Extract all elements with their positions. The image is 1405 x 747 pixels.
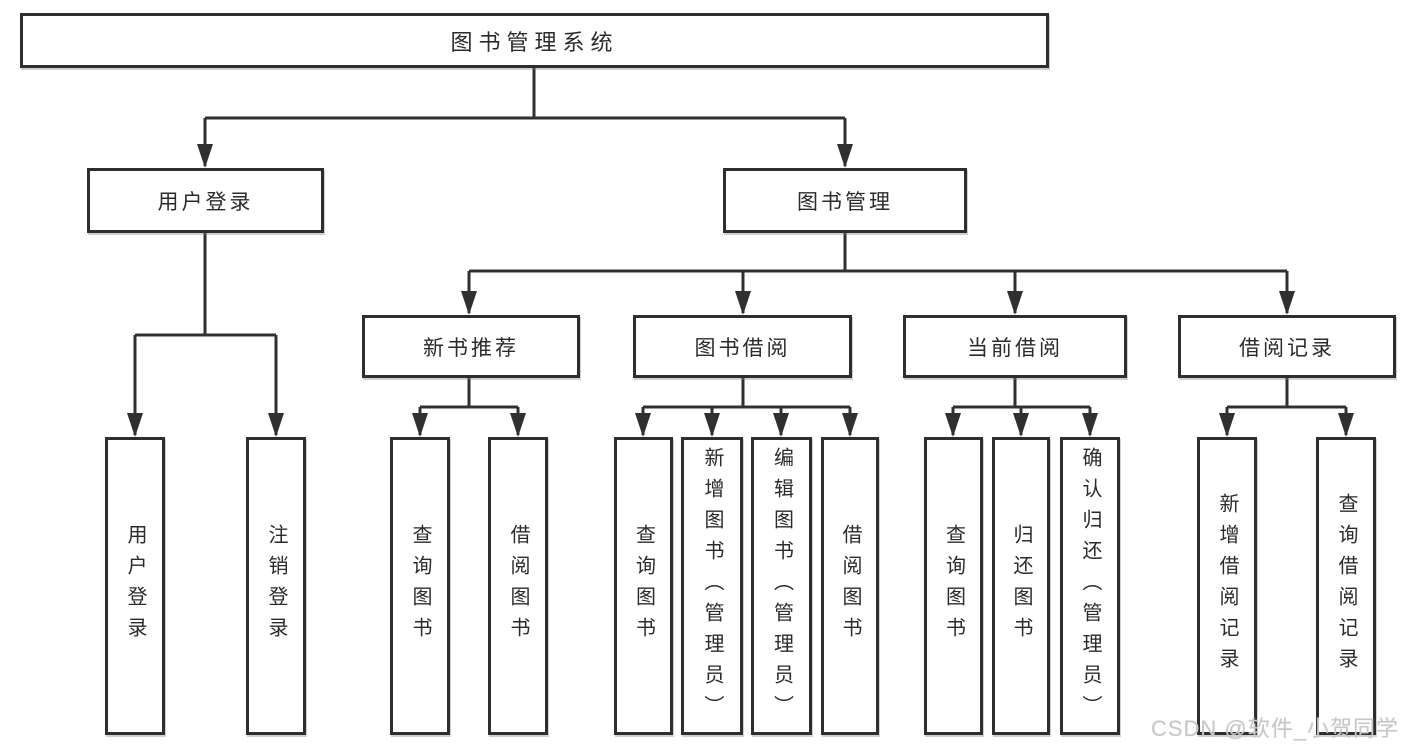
leaf-query-books-current: 查询图书 <box>924 437 983 735</box>
leaf-add-borrow-record: 新增借阅记录 <box>1197 437 1257 735</box>
leaf-add-books-admin: 新增图书（管理员） <box>681 437 743 735</box>
leaf-borrow-books-label: 借阅图书 <box>839 524 861 648</box>
leaf-logout: 注销登录 <box>246 437 306 735</box>
node-borrow-records: 借阅记录 <box>1178 315 1396 378</box>
edge-book-management-children <box>461 233 1295 315</box>
edge-current-borrow-children <box>945 378 1098 437</box>
node-current-borrow: 当前借阅 <box>903 315 1127 378</box>
edge-new-book-recommend-children <box>412 378 526 437</box>
leaf-query-books-recommend-label: 查询图书 <box>409 524 431 648</box>
leaf-borrow-books: 借阅图书 <box>821 437 879 735</box>
leaf-edit-books-admin: 编辑图书（管理员） <box>751 437 812 735</box>
leaf-add-books-admin-label: 新增图书（管理员） <box>701 446 723 726</box>
leaf-query-books-borrow-label: 查询图书 <box>632 524 655 648</box>
leaf-user-login: 用户登录 <box>105 437 165 735</box>
leaf-borrow-books-recommend: 借阅图书 <box>488 437 548 735</box>
node-book-borrow: 图书借阅 <box>633 315 852 378</box>
edge-user-login-children <box>127 233 284 437</box>
leaf-logout-label: 注销登录 <box>265 524 287 648</box>
leaf-query-books-current-label: 查询图书 <box>942 524 965 648</box>
leaf-query-books-borrow: 查询图书 <box>614 437 673 735</box>
leaf-return-books: 归还图书 <box>992 437 1050 735</box>
leaf-add-borrow-record-label: 新增借阅记录 <box>1216 493 1238 679</box>
leaf-query-books-recommend: 查询图书 <box>390 437 450 735</box>
csdn-watermark: CSDN @软件_小贺同学 <box>1150 716 1399 741</box>
leaf-edit-books-admin-label: 编辑图书（管理员） <box>770 446 793 726</box>
leaf-query-borrow-record-label: 查询借阅记录 <box>1335 493 1357 679</box>
leaf-borrow-books-recommend-label: 借阅图书 <box>507 524 529 648</box>
node-new-book-recommend: 新书推荐 <box>362 315 580 378</box>
edge-borrow-records-children <box>1219 378 1354 437</box>
leaf-return-books-label: 归还图书 <box>1010 524 1032 648</box>
node-book-management: 图书管理 <box>723 168 967 233</box>
leaf-query-borrow-record: 查询借阅记录 <box>1316 437 1376 735</box>
node-user-login: 用户登录 <box>87 168 324 233</box>
leaf-confirm-return-admin-label: 确认归还（管理员） <box>1079 446 1101 726</box>
edge-book-borrow-children <box>635 378 858 437</box>
node-root-library-system: 图书管理系统 <box>20 13 1049 68</box>
edge-root-to-level2 <box>197 68 853 168</box>
leaf-user-login-label: 用户登录 <box>124 524 146 648</box>
leaf-confirm-return-admin: 确认归还（管理员） <box>1060 437 1120 735</box>
